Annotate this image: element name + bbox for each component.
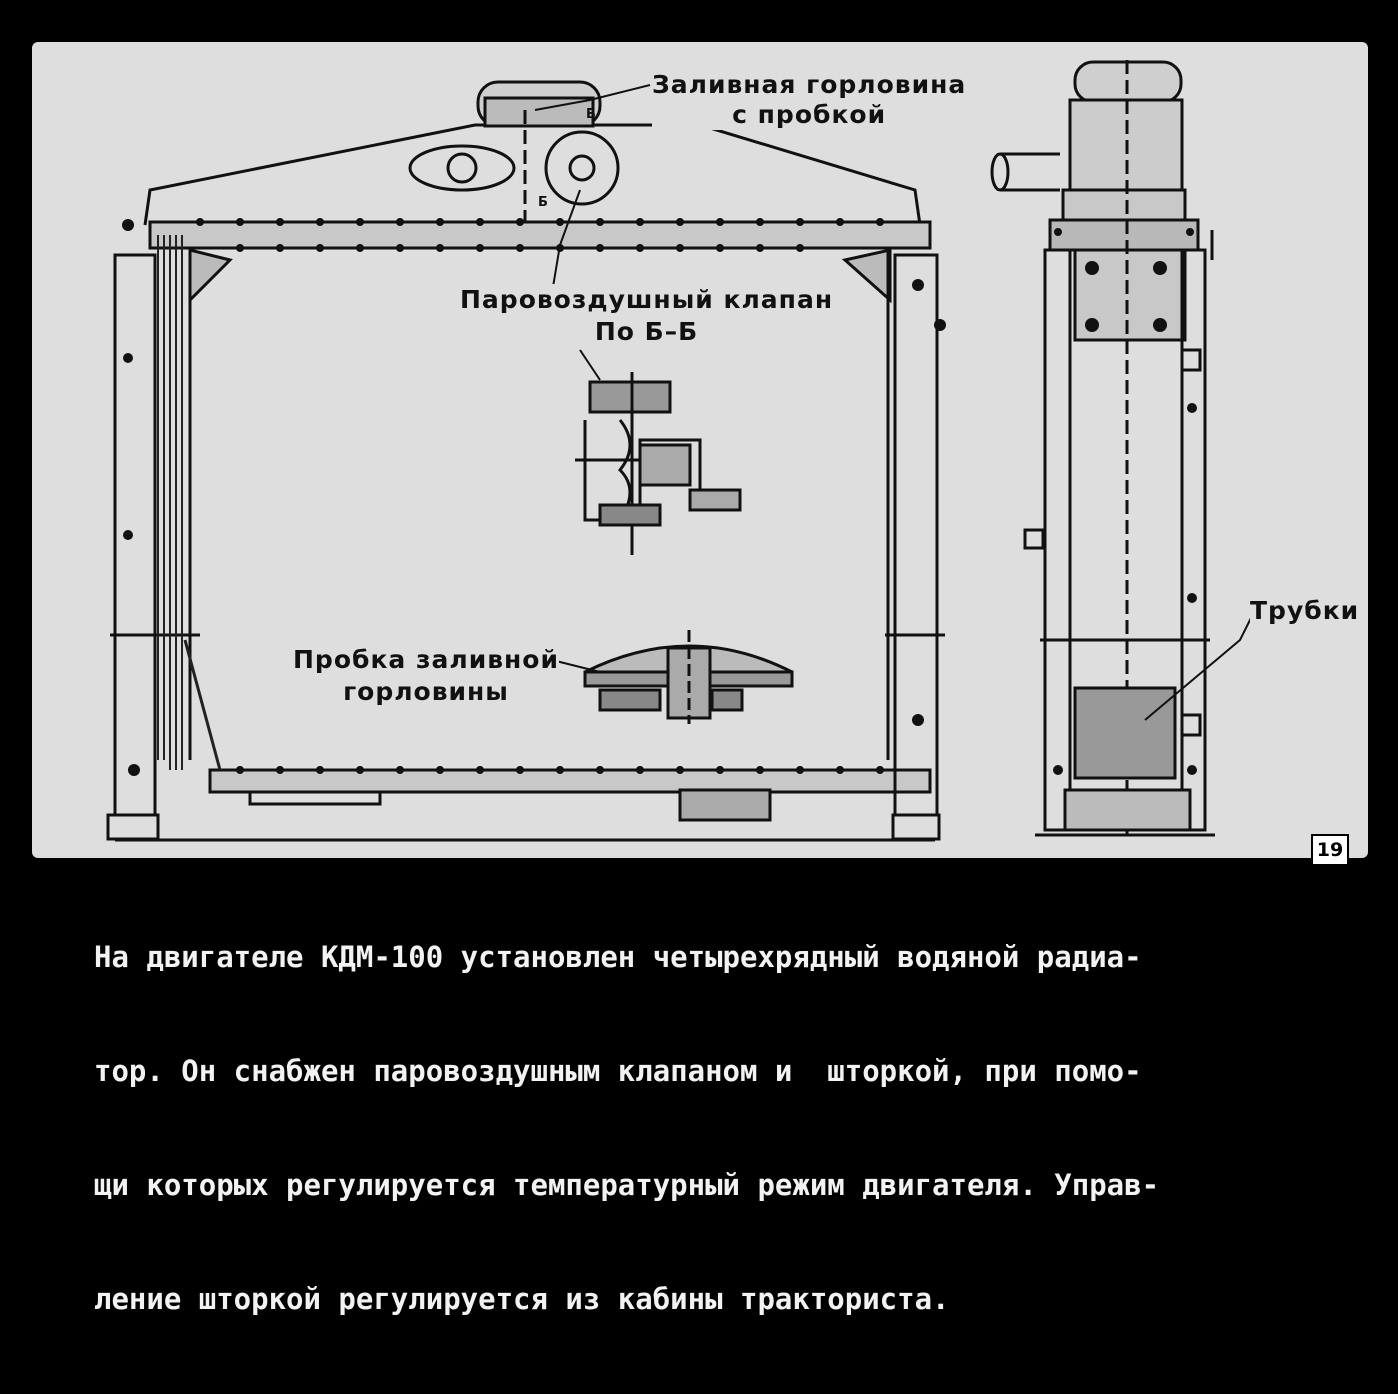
side-view-bolts [1053,228,1197,775]
caption: На двигателе КДМ-100 установлен четырехр… [94,862,1326,1394]
page-number: 19 [1311,834,1349,866]
label-filler-neck: Заливная горловина с пробкой [652,70,967,130]
side-view-radiator [990,60,1215,840]
label-tubes: Трубки [1250,596,1360,625]
section-mark-bottom: Б [538,195,548,210]
section-mark-top: Б [586,107,596,122]
caption-line-4: ление шторкой регулируется из кабины тра… [94,1282,950,1316]
filmstrip-slide: Б Б Заливная горловина с пробкой Паровоз… [32,42,1368,1316]
radiator-core-fins [157,235,222,771]
radiator-drawing: Б Б [106,60,1256,842]
label-cap-line1: Пробка заливной [293,645,560,674]
label-valve-line2: По Б–Б [594,317,699,346]
label-filler-neck-line1: Заливная горловина [652,70,967,99]
label-cap-line2: горловины [343,677,509,706]
section-marks: Б Б [538,107,596,210]
label-filler-neck-line2: с пробкой [732,100,887,129]
label-cap: Пробка заливной горловины [293,644,560,708]
cap-section-drawing [551,630,794,724]
valve-section-drawing [575,372,742,555]
label-valve-line1: Паровоздушный клапан [460,285,834,314]
caption-line-3: щи которых регулируется температурный ре… [94,1168,1160,1202]
label-valve: Паровоздушный клапан По Б–Б [460,284,834,348]
caption-line-1: На двигателе КДМ-100 установлен четырехр… [94,940,1142,974]
front-view-radiator [106,80,945,842]
rail-bolts [122,218,946,776]
caption-line-2: тор. Он снабжен паровоздушным клапаном и… [94,1054,1142,1088]
